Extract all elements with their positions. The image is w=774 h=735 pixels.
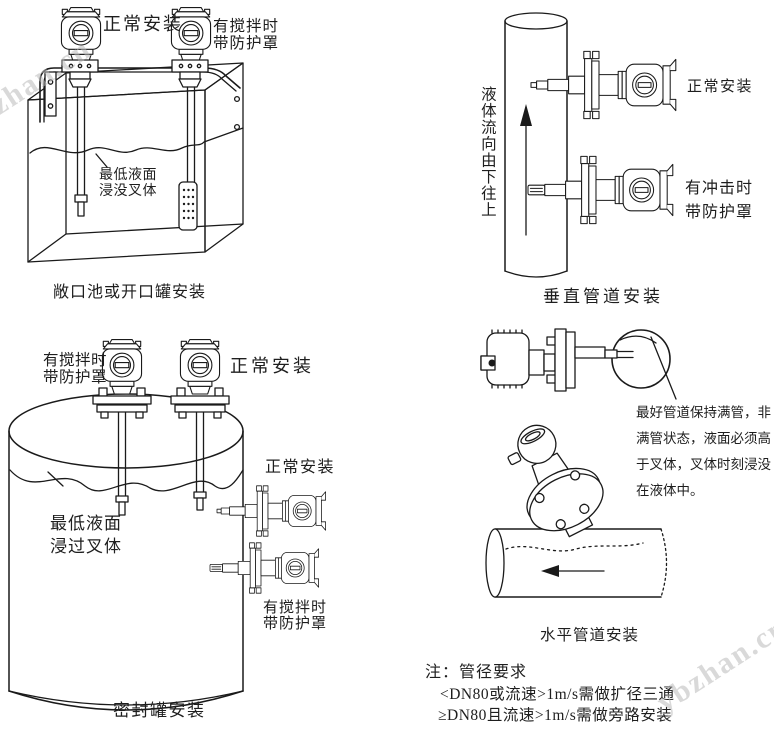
horizontal-pipe-drawing — [480, 328, 677, 598]
sealed-tank-label-level: 最低液面 浸过叉体 — [50, 514, 122, 556]
sealed-tank-label-stir-side: 有搅拌时 带防护罩 — [263, 600, 328, 632]
vertical-pipe-label-normal: 正常安装 — [687, 79, 754, 95]
horizontal-pipe-caption: 水平管道安装 — [540, 627, 640, 644]
sealed-tank-caption: 密封罐安装 — [113, 701, 206, 720]
pipe-note-line2: ≥DN80且流速>1m/s需做旁路安装 — [438, 707, 673, 724]
vertical-pipe-caption: 垂直管道安装 — [543, 287, 663, 306]
pipe-notes-title: 注：管径要求 — [425, 664, 528, 681]
open-tank-caption: 敞口池或开口罐安装 — [53, 284, 207, 301]
open-tank-label-stir: 有搅拌时 带防护罩 — [213, 18, 280, 52]
sealed-tank-drawing — [8, 339, 326, 711]
vertical-pipe-drawing — [504, 12, 676, 278]
open-tank-label-normal: 正常安装 — [103, 14, 183, 34]
sealed-tank-label-stir-top: 有搅拌时 带防护罩 — [43, 352, 108, 386]
vertical-pipe-flow-direction-text: 液体流向由下往上 — [478, 86, 496, 218]
pipe-note-line1: <DN80或流速>1m/s需做扩径三通 — [440, 686, 675, 703]
vertical-pipe-label-impact: 有冲击时 带防护罩 — [685, 180, 754, 221]
open-tank-label-level: 最低液面 浸没叉体 — [99, 168, 157, 199]
open-tank-drawing — [27, 7, 244, 263]
sealed-tank-label-normal-side: 正常安装 — [265, 459, 336, 476]
horizontal-pipe-detail-note: 最好管道保持满管，非 满管状态，液面必须高 于叉体，叉体时刻浸没 在液体中。 — [636, 405, 771, 498]
sealed-tank-label-normal-top: 正常安装 — [230, 356, 314, 376]
